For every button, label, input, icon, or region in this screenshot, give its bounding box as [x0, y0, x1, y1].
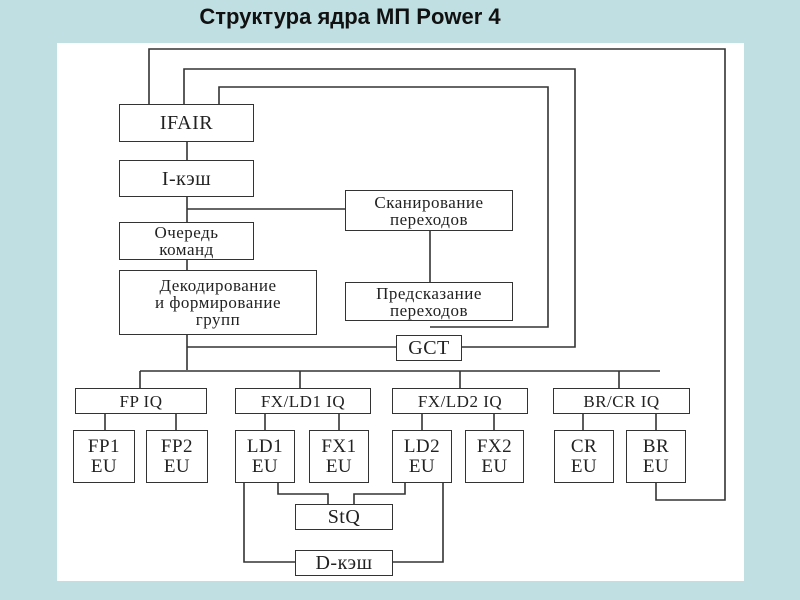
wire-gct-to-ifair [183, 68, 576, 348]
dcache-block: D-кэш [295, 550, 393, 576]
gct-block: GCT [396, 335, 462, 361]
branch-scan-block: Сканирование переходов [345, 190, 513, 231]
slide-title: Структура ядра МП Power 4 [199, 4, 501, 29]
fxld1-iq-block: FX/LD1 IQ [235, 388, 371, 414]
wire-predict-to-ifair [218, 86, 549, 328]
branch-predict-block: Предсказание переходов [345, 282, 513, 321]
fx2-eu-block: FX2 EU [465, 430, 524, 483]
brcr-iq-block: BR/CR IQ [553, 388, 690, 414]
ld1-eu-block: LD1 EU [235, 430, 295, 483]
wire-ld2-dcache [393, 483, 444, 563]
decode-group-block: Декодирование и формирование групп [119, 270, 317, 335]
instruction-queue-block: Очередь команд [119, 222, 254, 260]
ld2-eu-block: LD2 EU [392, 430, 452, 483]
ifair-block: IFAIR [119, 104, 254, 142]
fx1-eu-block: FX1 EU [309, 430, 369, 483]
br-eu-block: BR EU [626, 430, 686, 483]
wire-ld2-stq [353, 483, 406, 504]
cr-eu-block: CR EU [554, 430, 614, 483]
wire-ld1-stq [277, 483, 329, 504]
fp1-eu-block: FP1 EU [73, 430, 135, 483]
fxld2-iq-block: FX/LD2 IQ [392, 388, 528, 414]
wire-br-eu-to-ifair [148, 48, 726, 501]
fp-iq-block: FP IQ [75, 388, 207, 414]
fp2-eu-block: FP2 EU [146, 430, 208, 483]
wire-ld1-dcache [243, 483, 295, 563]
icache-block: I-кэш [119, 160, 254, 197]
stq-block: StQ [295, 504, 393, 530]
